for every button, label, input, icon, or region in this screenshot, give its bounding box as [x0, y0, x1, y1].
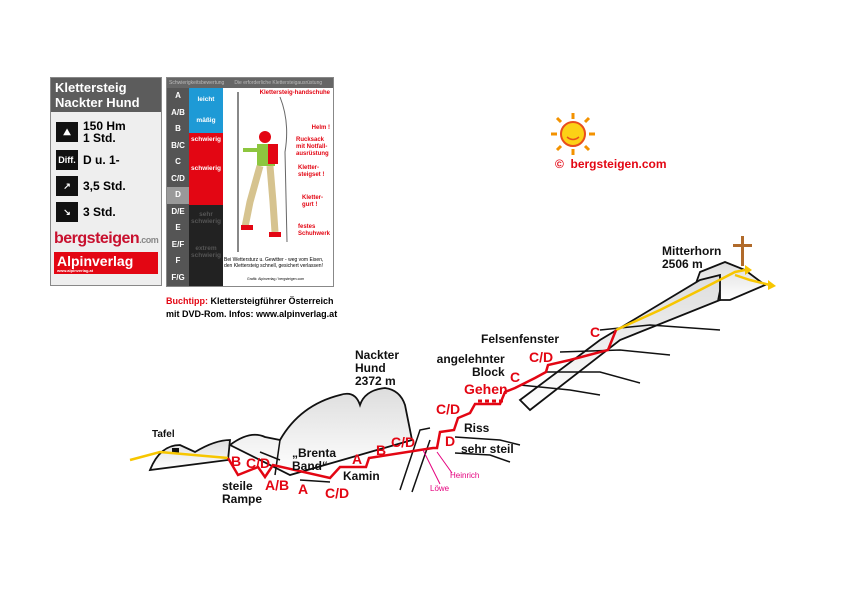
difficulty-icon: Diff. — [56, 150, 78, 170]
grade-level: D — [167, 187, 189, 204]
sun-logo-icon — [551, 113, 595, 155]
equipment-backpack: Rucksack mit Notfall-ausrüstung — [296, 137, 329, 157]
label-tafel: Tafel — [152, 429, 175, 440]
grade-label: C — [510, 369, 521, 385]
descent-time: 3 Std. — [83, 205, 116, 219]
equipment-helmet: Helm ! — [311, 125, 330, 131]
height-gain: 150 Hm — [83, 119, 126, 133]
signboard-icon — [172, 448, 179, 454]
grade-level: D/E — [171, 206, 185, 216]
title-line: Klettersteig — [55, 80, 127, 95]
ascent-time: 3,5 Std. — [83, 179, 126, 193]
equipment-boots: festes Schuhwerk — [298, 224, 331, 237]
grade-level: C/D — [171, 173, 185, 183]
grade-label: C/D — [325, 485, 350, 501]
scale-header: Schwierigkeitsbewertung — [169, 80, 225, 86]
label-sehr-steil: sehr steil — [461, 442, 514, 456]
grade-level: E — [175, 223, 181, 232]
summit-path — [615, 268, 746, 332]
difficulty: D u. 1- — [83, 153, 120, 167]
pointer-arrows — [422, 449, 453, 485]
grade-label: C/D — [391, 434, 416, 450]
grade-label: C/D — [529, 349, 554, 365]
approach-path — [129, 450, 229, 462]
label-riss: Riss — [464, 421, 490, 435]
bergsteigen-logo: bergsteigen.com — [54, 230, 159, 247]
grade-level: B — [175, 124, 181, 133]
grade-label: A/B — [265, 477, 290, 493]
grade-level: C — [175, 157, 181, 166]
grade-label: C/D — [246, 455, 271, 471]
equipment-via-ferrata-set: Kletter-steigset ! — [298, 165, 325, 178]
climber-illustration — [237, 92, 288, 252]
grade-levels: A A/B B B/C C C/D D D/E E E/F F F/G — [167, 88, 189, 286]
grade-level: A — [175, 91, 181, 100]
credit: Grafik: Alpinverlag / bergsteigen.com — [247, 277, 305, 281]
label-felsenfenster: Felsenfenster — [481, 332, 560, 346]
grade-level: F/G — [171, 272, 185, 282]
summit-cross-icon — [733, 236, 752, 266]
grade-label: B — [231, 453, 242, 469]
equipment-header: Die erforderliche Klettersteigausrüstung — [234, 80, 323, 86]
ascent-hiker-icon: ↗ — [56, 176, 78, 196]
label-kamin: Kamin — [343, 469, 380, 483]
label-lowe: Löwe — [430, 484, 450, 493]
grade-label: B — [376, 442, 387, 458]
book-tip: Buchtipp: Klettersteigführer Österreich … — [166, 296, 338, 319]
grade-level: B/C — [171, 140, 185, 150]
arrow-icon — [745, 265, 752, 275]
copyright-link[interactable]: © bergsteigen.com — [555, 157, 667, 171]
grade-label: Gehen — [464, 381, 508, 397]
climb-time: 1 Std. — [83, 131, 116, 145]
equipment-harness: Kletter-gurt ! — [302, 195, 324, 208]
weather-warning: Bei Wettersturz u. Gewitter - weg vom Ei… — [224, 257, 324, 269]
title-line: Nackter Hund — [55, 95, 140, 110]
grade-level: E/F — [171, 239, 185, 249]
descent-path — [734, 273, 771, 287]
grade-label: A — [352, 451, 363, 467]
arrow-icon — [768, 280, 776, 290]
rock-outline — [148, 261, 767, 476]
climber-icon: ⛰ — [56, 122, 78, 142]
equipment-gloves: Klettersteig-handschuhe — [259, 90, 330, 96]
grade-level: F — [175, 256, 181, 265]
grade-label: D — [445, 433, 456, 449]
label-heinrich: Heinrich — [450, 471, 480, 480]
grade-level: A/B — [171, 107, 185, 117]
grade-label: C — [590, 324, 601, 340]
grade-label: C/D — [436, 401, 461, 417]
grade-label: A — [298, 481, 309, 497]
descent-hiker-icon: ↘ — [56, 202, 78, 222]
via-ferrata-route — [226, 329, 618, 480]
difficulty-scale: Schwierigkeitsbewertung Die erforderliche… — [166, 77, 334, 287]
